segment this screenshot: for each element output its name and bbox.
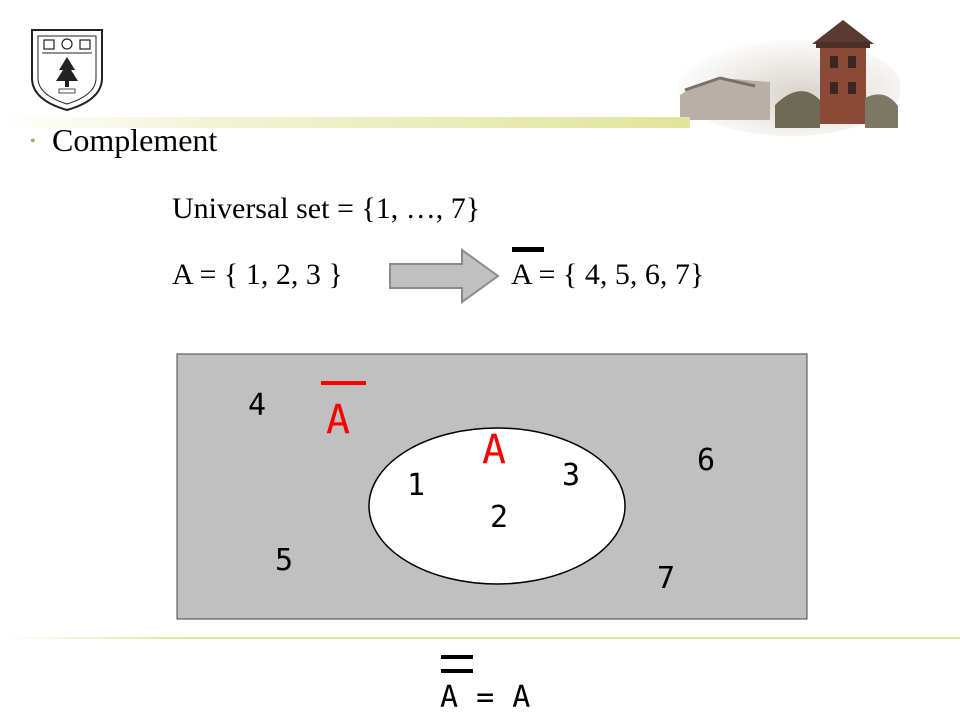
header-divider [0, 117, 690, 128]
element-4: 4 [248, 388, 266, 423]
bullet-icon: • [30, 133, 36, 150]
venn-diagram: A A 1 2 3 4 5 6 7 [176, 353, 808, 620]
footer-divider [0, 637, 960, 639]
element-2: 2 [490, 500, 508, 535]
set-a-definition: A = { 1, 2, 3 } [172, 258, 343, 291]
element-7: 7 [657, 561, 675, 596]
university-seal-icon [31, 29, 103, 112]
university-building-image [678, 20, 900, 136]
double-overline-top [441, 655, 473, 659]
right-arrow-icon [389, 248, 500, 304]
complement-label: A [326, 397, 350, 443]
slide-heading: Complement [52, 122, 218, 158]
element-3: 3 [562, 458, 580, 493]
set-a-label: A [482, 427, 506, 473]
element-5: 5 [275, 543, 293, 578]
element-1: 1 [407, 468, 425, 503]
set-a-region [368, 427, 626, 585]
double-complement-law: A = A [440, 680, 531, 715]
universal-set-definition: Universal set = {1, …, 7} [172, 192, 481, 225]
element-6: 6 [697, 443, 715, 478]
complement-overline [512, 247, 544, 252]
double-overline-bottom [441, 669, 473, 673]
set-a-complement-definition: A = { 4, 5, 6, 7} [511, 258, 705, 291]
